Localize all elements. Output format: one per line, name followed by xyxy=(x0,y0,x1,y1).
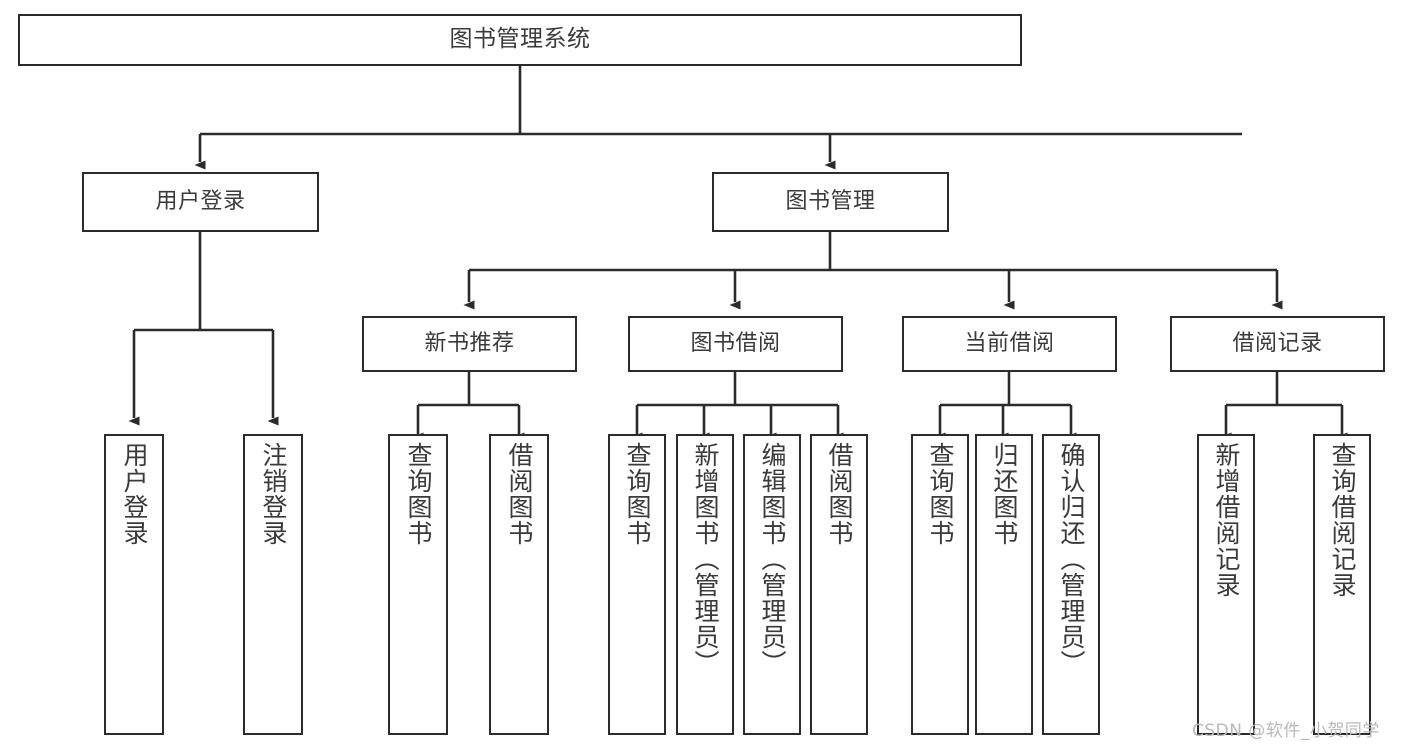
node-leaf-add-book[interactable]: 新增图书（管理员） xyxy=(676,434,734,735)
node-new-book-recommend-label: 新书推荐 xyxy=(424,331,515,357)
node-leaf-borrow-book-2-label: 借阅图书 xyxy=(825,442,854,546)
node-leaf-query-book-3[interactable]: 查询图书 xyxy=(911,434,969,735)
node-leaf-query-book-3-label: 查询图书 xyxy=(926,442,955,546)
node-root-label: 图书管理系统 xyxy=(449,26,591,53)
node-user-login-label: 用户登录 xyxy=(155,189,246,215)
node-book-manage[interactable]: 图书管理 xyxy=(712,172,949,232)
node-leaf-edit-book-label: 编辑图书（管理员） xyxy=(758,442,787,676)
node-leaf-query-book-1[interactable]: 查询图书 xyxy=(388,434,448,735)
node-leaf-query-book-1-label: 查询图书 xyxy=(404,442,433,546)
node-leaf-add-book-label: 新增图书（管理员） xyxy=(691,442,720,676)
node-leaf-borrow-book-2[interactable]: 借阅图书 xyxy=(810,434,868,735)
node-book-borrow-label: 图书借阅 xyxy=(690,331,781,357)
node-leaf-return-book[interactable]: 归还图书 xyxy=(975,434,1033,735)
node-user-login[interactable]: 用户登录 xyxy=(82,172,319,232)
node-book-manage-label: 图书管理 xyxy=(785,189,876,215)
node-leaf-user-login-label: 用户登录 xyxy=(120,442,149,546)
node-borrow-record-label: 借阅记录 xyxy=(1232,331,1323,357)
node-leaf-edit-book[interactable]: 编辑图书（管理员） xyxy=(743,434,801,735)
node-leaf-query-book-2-label: 查询图书 xyxy=(623,442,652,546)
node-current-borrow[interactable]: 当前借阅 xyxy=(902,316,1117,372)
node-leaf-return-book-label: 归还图书 xyxy=(990,442,1019,546)
node-new-book-recommend[interactable]: 新书推荐 xyxy=(362,316,577,372)
node-leaf-query-record-label: 查询借阅记录 xyxy=(1328,442,1357,598)
node-leaf-confirm-return[interactable]: 确认归还（管理员） xyxy=(1042,434,1100,735)
node-leaf-logout[interactable]: 注销登录 xyxy=(243,434,303,735)
node-leaf-query-book-2[interactable]: 查询图书 xyxy=(608,434,666,735)
node-leaf-confirm-return-label: 确认归还（管理员） xyxy=(1057,442,1086,676)
node-book-borrow[interactable]: 图书借阅 xyxy=(628,316,843,372)
node-root[interactable]: 图书管理系统 xyxy=(18,14,1022,66)
node-leaf-borrow-book-1[interactable]: 借阅图书 xyxy=(489,434,549,735)
watermark: CSDN @软件_小贺同学 xyxy=(1192,721,1380,741)
node-borrow-record[interactable]: 借阅记录 xyxy=(1170,316,1385,372)
node-leaf-logout-label: 注销登录 xyxy=(259,442,288,546)
node-leaf-user-login[interactable]: 用户登录 xyxy=(104,434,164,735)
node-leaf-add-record-label: 新增借阅记录 xyxy=(1212,442,1241,598)
node-leaf-add-record[interactable]: 新增借阅记录 xyxy=(1197,434,1255,735)
node-current-borrow-label: 当前借阅 xyxy=(964,331,1055,357)
node-leaf-borrow-book-1-label: 借阅图书 xyxy=(505,442,534,546)
node-leaf-query-record[interactable]: 查询借阅记录 xyxy=(1313,434,1371,735)
